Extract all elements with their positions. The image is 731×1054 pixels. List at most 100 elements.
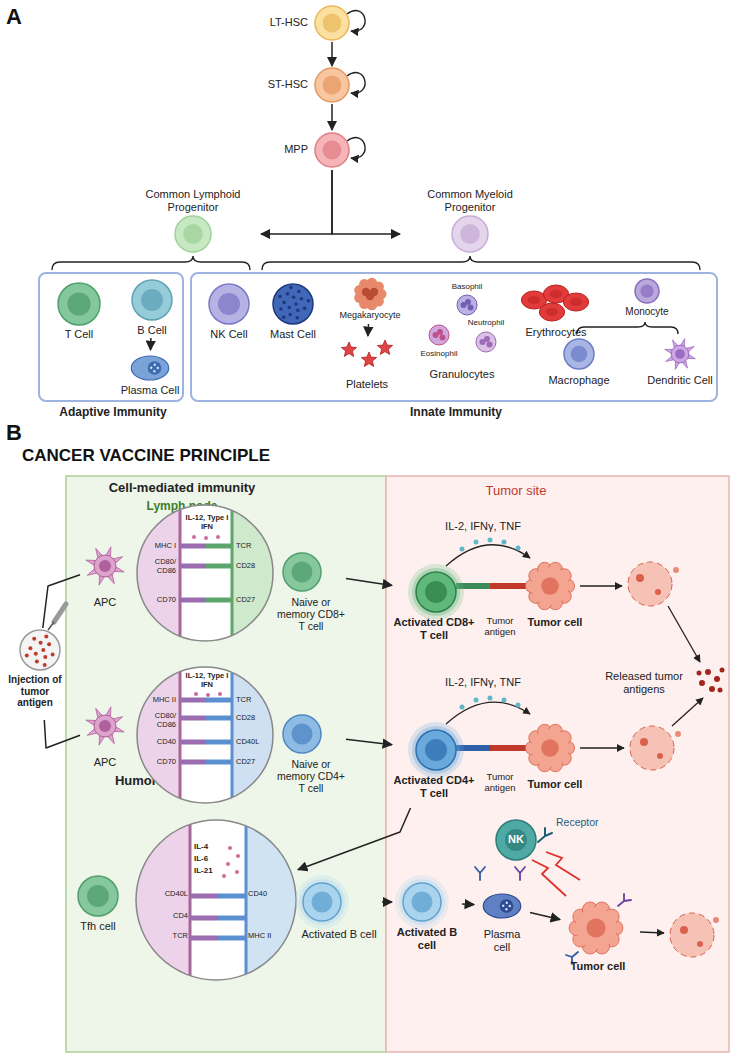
text-label: CD4 bbox=[154, 912, 188, 921]
nk-cell: NK bbox=[494, 818, 538, 862]
released-antigens bbox=[697, 668, 725, 693]
connector-arrow bbox=[346, 579, 392, 586]
t-cell: Tfh cell bbox=[72, 876, 124, 946]
plasma-cell: Plasma cell bbox=[474, 884, 530, 962]
text-label: IL-2, IFNγ, TNF bbox=[418, 676, 548, 689]
lymph-node-panel bbox=[66, 476, 386, 1052]
connector-arrow bbox=[331, 104, 333, 130]
syn-icon bbox=[134, 818, 298, 982]
text-label: Innate Immunity bbox=[192, 406, 720, 420]
text-label: CD28 bbox=[236, 562, 270, 571]
connector-arrow bbox=[462, 903, 474, 905]
text-label: IL-21 bbox=[194, 866, 234, 875]
connector-arrow bbox=[43, 575, 80, 628]
text-label: MHC II bbox=[248, 932, 288, 941]
tumor-cell: Tumor cell bbox=[520, 560, 590, 632]
cell-icon bbox=[72, 876, 124, 946]
immune-cell: Neutrophil bbox=[462, 318, 510, 354]
tumor-site-panel bbox=[386, 476, 729, 1052]
text-label: T Cell bbox=[50, 328, 108, 341]
text-label: MHC I bbox=[138, 542, 176, 551]
cell-icon bbox=[542, 338, 616, 396]
text-label: IL-12, Type I IFN bbox=[182, 514, 232, 531]
immune-cell: Monocyte bbox=[612, 278, 682, 322]
immune-cell: Eosinophil bbox=[416, 324, 462, 364]
dying-tumor-cells bbox=[628, 562, 719, 957]
lineage-brackets bbox=[52, 256, 700, 334]
text-label: Naive or memory CD4+ T cell bbox=[276, 758, 346, 794]
text-label: CD40L bbox=[236, 738, 270, 747]
text-label: Cell-mediated immunity bbox=[72, 481, 292, 496]
text-label: CD70 bbox=[138, 596, 176, 605]
text-label: Mast Cell bbox=[262, 328, 324, 341]
text-label: Monocyte bbox=[612, 306, 682, 318]
immune-cell: T Cell bbox=[50, 282, 108, 344]
text-label: Platelets bbox=[332, 378, 402, 391]
cytokine-arcs bbox=[446, 538, 530, 725]
immune-cell: Plasma Cell bbox=[114, 350, 186, 400]
text-label: Tumor antigen bbox=[478, 616, 522, 638]
text-label: CANCER VACCINE PRINCIPLE bbox=[22, 446, 362, 466]
text-label: Common Myeloid Progenitor bbox=[420, 188, 520, 213]
text-label: Released tumor antigens bbox=[596, 670, 692, 695]
text-label: Tumor antigen bbox=[478, 772, 522, 794]
immune-cell: Mast Cell bbox=[262, 282, 324, 344]
synapse-circle: IL-12, Type I IFNMHC ITCRCD80/ CD86CD28C… bbox=[136, 504, 274, 642]
text-label: Activated B cell bbox=[296, 928, 382, 941]
b-cell: Activated B cell bbox=[392, 880, 462, 964]
immune-cell: Dendritic Cell bbox=[642, 338, 718, 396]
text-label: Plasma cell bbox=[474, 928, 530, 953]
immunity-group: Innate ImmunityNK CellMast CellMegakaryo… bbox=[190, 272, 718, 402]
text-label: CD80/ CD86 bbox=[138, 558, 176, 575]
injection-vial: Injection of tumor antigen bbox=[2, 628, 68, 720]
text-label: Eosinophil bbox=[416, 349, 462, 358]
connector-arrow bbox=[367, 324, 369, 336]
text-label: APC bbox=[80, 756, 130, 769]
text-label: Activated B cell bbox=[392, 926, 462, 951]
immune-cell: Basophil bbox=[442, 282, 492, 316]
text-label: Erythrocytes bbox=[514, 326, 598, 339]
killing-arrows bbox=[580, 586, 703, 933]
text-label: Megakaryocyte bbox=[328, 310, 412, 320]
apc-cell: APC bbox=[80, 540, 130, 612]
nk-receptor-and-lysis bbox=[532, 828, 580, 896]
connector-arrow bbox=[44, 720, 80, 748]
text-label: Common Lymphoid Progenitor bbox=[143, 188, 243, 213]
text-label: Activated CD8+ T cell bbox=[392, 616, 476, 641]
syringe-icon bbox=[48, 604, 66, 630]
connector-arrow bbox=[331, 42, 333, 66]
panel-region: Cell-mediated immunityLymph nodeHumoral … bbox=[66, 476, 386, 1052]
text-label: Basophil bbox=[442, 282, 492, 291]
dc-icon bbox=[642, 338, 718, 396]
text-label: Tumor cell bbox=[560, 960, 636, 973]
connector-arrow bbox=[150, 338, 152, 350]
immune-cell: B Cell bbox=[122, 280, 182, 338]
progenitor-cell: Common Lymphoid Progenitor bbox=[125, 188, 261, 254]
connector-arrow bbox=[530, 913, 560, 920]
t-cell: Activated CD8+ T cell bbox=[392, 570, 476, 646]
stem-cell: ST-HSC bbox=[250, 66, 360, 104]
tumor-cell: Tumor cell bbox=[560, 898, 636, 982]
t-cell: Naive or memory CD8+ T cell bbox=[276, 548, 346, 648]
text-label: B Cell bbox=[122, 324, 182, 337]
immune-cell: NK Cell bbox=[200, 282, 258, 344]
immune-cell: Macrophage bbox=[542, 338, 616, 396]
text-label: MPP bbox=[250, 143, 308, 156]
text-label: APC bbox=[80, 596, 130, 609]
immunity-group: Adaptive ImmunityT CellB CellPlasma Cell bbox=[38, 272, 184, 402]
text-label: Tfh cell bbox=[72, 920, 124, 933]
progenitor-cell: Common Myeloid Progenitor bbox=[400, 188, 540, 254]
immune-cell: Erythrocytes bbox=[514, 282, 598, 344]
synapse-circle: IL-4IL-6IL-21CD40LCD40CD4TCRMHC II bbox=[134, 818, 298, 982]
immune-cell: Megakaryocyte bbox=[328, 278, 412, 324]
text-label: Tumor cell bbox=[520, 778, 590, 791]
text-label: CD80/ CD86 bbox=[138, 712, 176, 729]
text-label: Granulocytes bbox=[414, 368, 510, 381]
connector-arrow bbox=[346, 739, 392, 744]
text-label: IL-6 bbox=[194, 854, 234, 863]
text-label: Tumor cell bbox=[520, 616, 590, 629]
text-label: CD40L bbox=[154, 890, 188, 899]
synapse-circle: IL-12, Type I IFNMHC IITCRCD80/ CD86CD28… bbox=[136, 666, 274, 804]
